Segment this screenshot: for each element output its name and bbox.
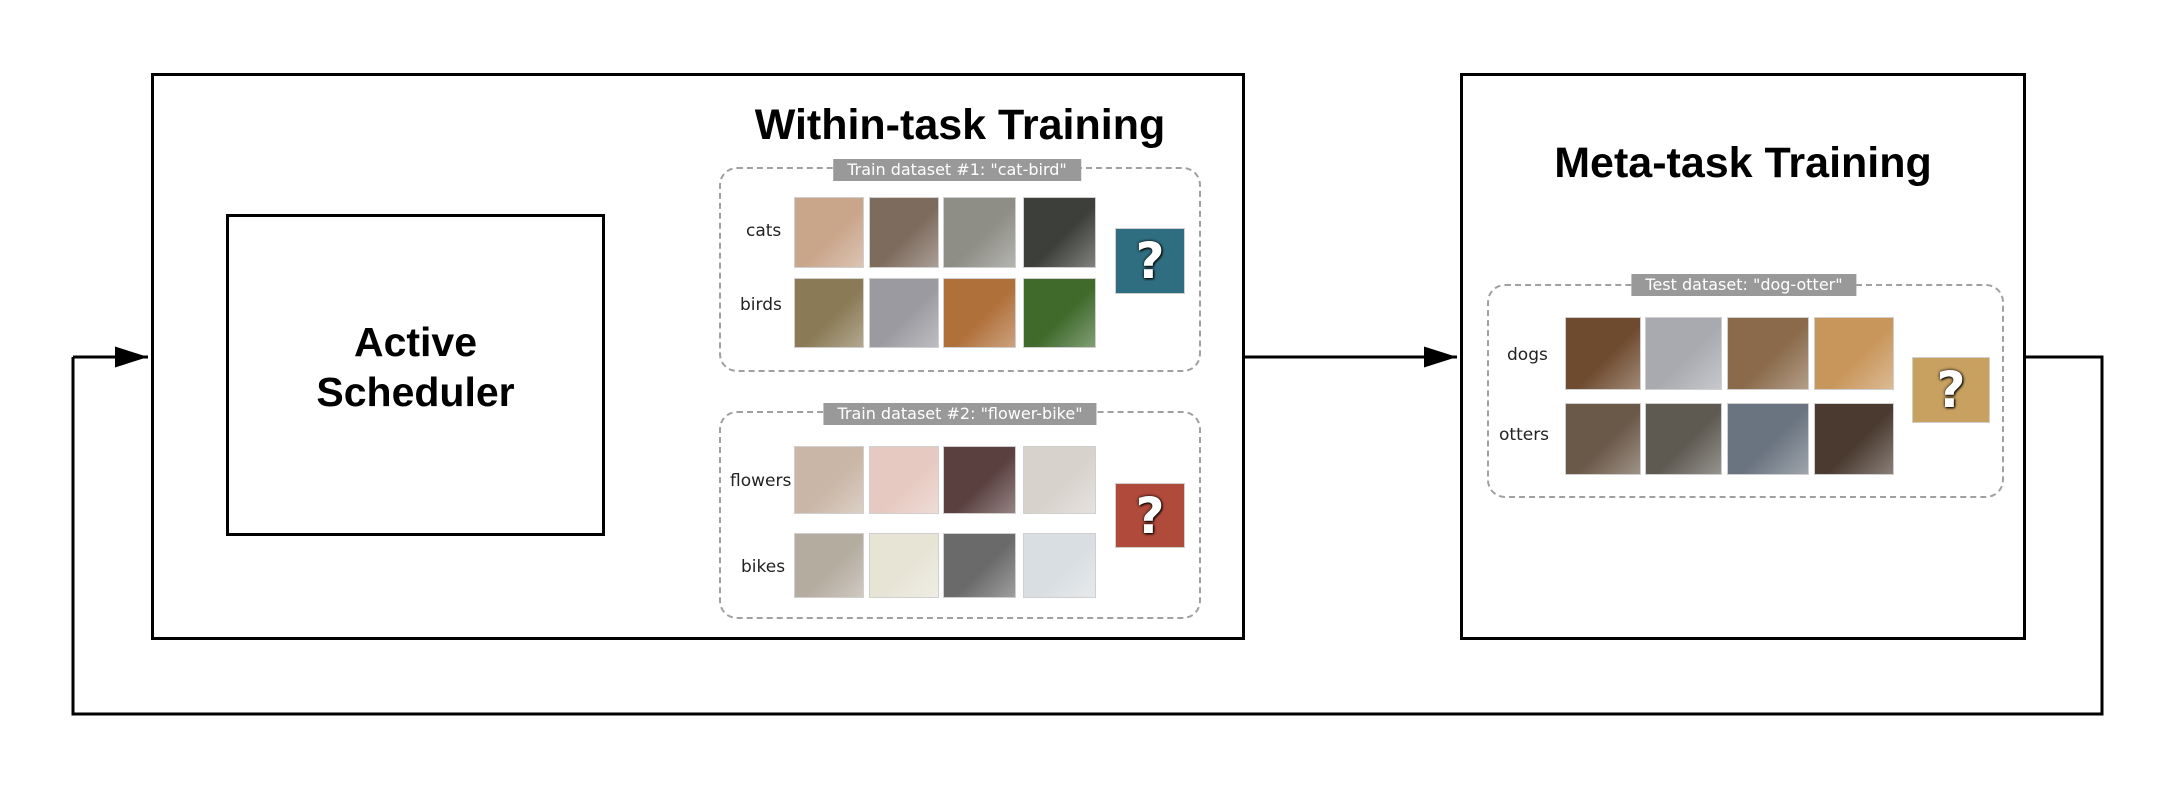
cat-bird-cats-thumb-3 [943, 197, 1016, 268]
dog-otter-dogs-thumb-2 [1645, 317, 1722, 390]
row-label-cats: cats [746, 221, 782, 241]
dog-otter-otters-thumb-2 [1645, 403, 1722, 475]
cat-bird-birds-thumb-3 [943, 278, 1016, 348]
test-dataset-tag: Test dataset: "dog-otter" [1631, 274, 1857, 296]
row-label-bikes: bikes [741, 557, 786, 577]
question-mark-icon: ? [1135, 486, 1165, 545]
cat-bird-birds-thumb-1 [794, 278, 864, 348]
query-image-flower-bike: ? [1115, 483, 1185, 548]
scheduler-title-line1: Active [353, 319, 478, 365]
dog-otter-otters-thumb-1 [1565, 403, 1641, 475]
cat-bird-cats-thumb-4 [1023, 197, 1096, 268]
within-task-title: Within-task Training [754, 101, 1166, 149]
row-label-otters: otters [1499, 425, 1550, 445]
cat-bird-birds-thumb-2 [869, 278, 939, 348]
train-dataset-1-tag: Train dataset #1: "cat-bird" [833, 159, 1081, 181]
flower-bike-flowers-thumb-1 [794, 446, 864, 514]
dog-otter-otters-thumb-4 [1814, 403, 1894, 475]
flower-bike-flowers-thumb-3 [943, 446, 1016, 514]
query-image-dog-otter: ? [1912, 357, 1990, 423]
flower-bike-flowers-thumb-4 [1023, 446, 1096, 514]
scheduler-title-line2: Scheduler [316, 369, 515, 415]
train-dataset-2-tag: Train dataset #2: "flower-bike" [823, 403, 1097, 425]
cat-bird-cats-thumb-1 [794, 197, 864, 268]
question-mark-icon: ? [1936, 361, 1966, 419]
flower-bike-bikes-thumb-2 [869, 533, 939, 598]
dog-otter-otters-thumb-3 [1727, 403, 1809, 475]
cat-bird-birds-thumb-4 [1023, 278, 1096, 348]
row-label-flowers: flowers [730, 471, 792, 491]
active-scheduler-box [226, 214, 605, 536]
flower-bike-bikes-thumb-4 [1023, 533, 1096, 598]
flower-bike-bikes-thumb-3 [943, 533, 1016, 598]
meta-task-title: Meta-task Training [1554, 139, 1932, 187]
dog-otter-dogs-thumb-3 [1727, 317, 1809, 390]
row-label-birds: birds [740, 295, 782, 315]
row-label-dogs: dogs [1507, 345, 1548, 365]
flower-bike-bikes-thumb-1 [794, 533, 864, 598]
dog-otter-dogs-thumb-1 [1565, 317, 1641, 390]
cat-bird-cats-thumb-2 [869, 197, 939, 268]
feedback-loop-path [71, 355, 2104, 716]
query-image-cat-bird: ? [1115, 228, 1185, 294]
dog-otter-dogs-thumb-4 [1814, 317, 1894, 390]
flower-bike-flowers-thumb-2 [869, 446, 939, 514]
question-mark-icon: ? [1135, 232, 1165, 290]
